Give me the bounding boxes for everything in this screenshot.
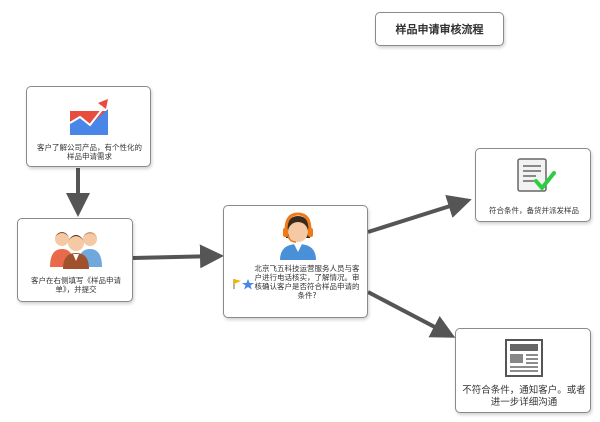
node-approved: 符合条件，备货并派发样品 bbox=[475, 148, 591, 222]
node-approved-text: 符合条件，备货并派发样品 bbox=[489, 206, 579, 215]
node-customer-interest: 客户了解公司产品，有个性化的样品申请需求 bbox=[26, 86, 151, 167]
flag-star-icon bbox=[233, 279, 254, 290]
arrow-submit-to-verify bbox=[132, 244, 224, 269]
customer-service-agent-icon bbox=[280, 212, 316, 260]
growth-chart-icon bbox=[69, 99, 108, 135]
customers-group-icon bbox=[50, 232, 102, 269]
arrow-verify-to-rejected bbox=[367, 290, 456, 338]
node-customer-submit-text: 客户在右侧填写《样品申请单》，并提交 bbox=[31, 276, 121, 294]
arrow-verify-to-approved bbox=[367, 194, 472, 234]
node-staff-verify-text: 北京飞五科技运营服务人员与客户进行电话核实，了解情况。审核确认客户是否符合样品申… bbox=[254, 264, 360, 300]
node-customer-submit: 客户在右侧填写《样品申请单》，并提交 bbox=[17, 218, 133, 302]
node-rejected-text: 不符合条件，通知客户。或者进一步详细沟通 bbox=[462, 385, 586, 408]
node-staff-verify: 北京飞五科技运营服务人员与客户进行电话核实，了解情况。审核确认客户是否符合样品申… bbox=[223, 205, 368, 318]
document-checkmark-icon bbox=[517, 158, 556, 192]
newspaper-icon bbox=[505, 339, 543, 377]
node-rejected: 不符合条件，通知客户。或者进一步详细沟通 bbox=[455, 328, 591, 413]
flow-title: 样品申请审核流程 bbox=[375, 12, 504, 46]
node-customer-interest-text: 客户了解公司产品，有个性化的样品申请需求 bbox=[37, 143, 142, 161]
